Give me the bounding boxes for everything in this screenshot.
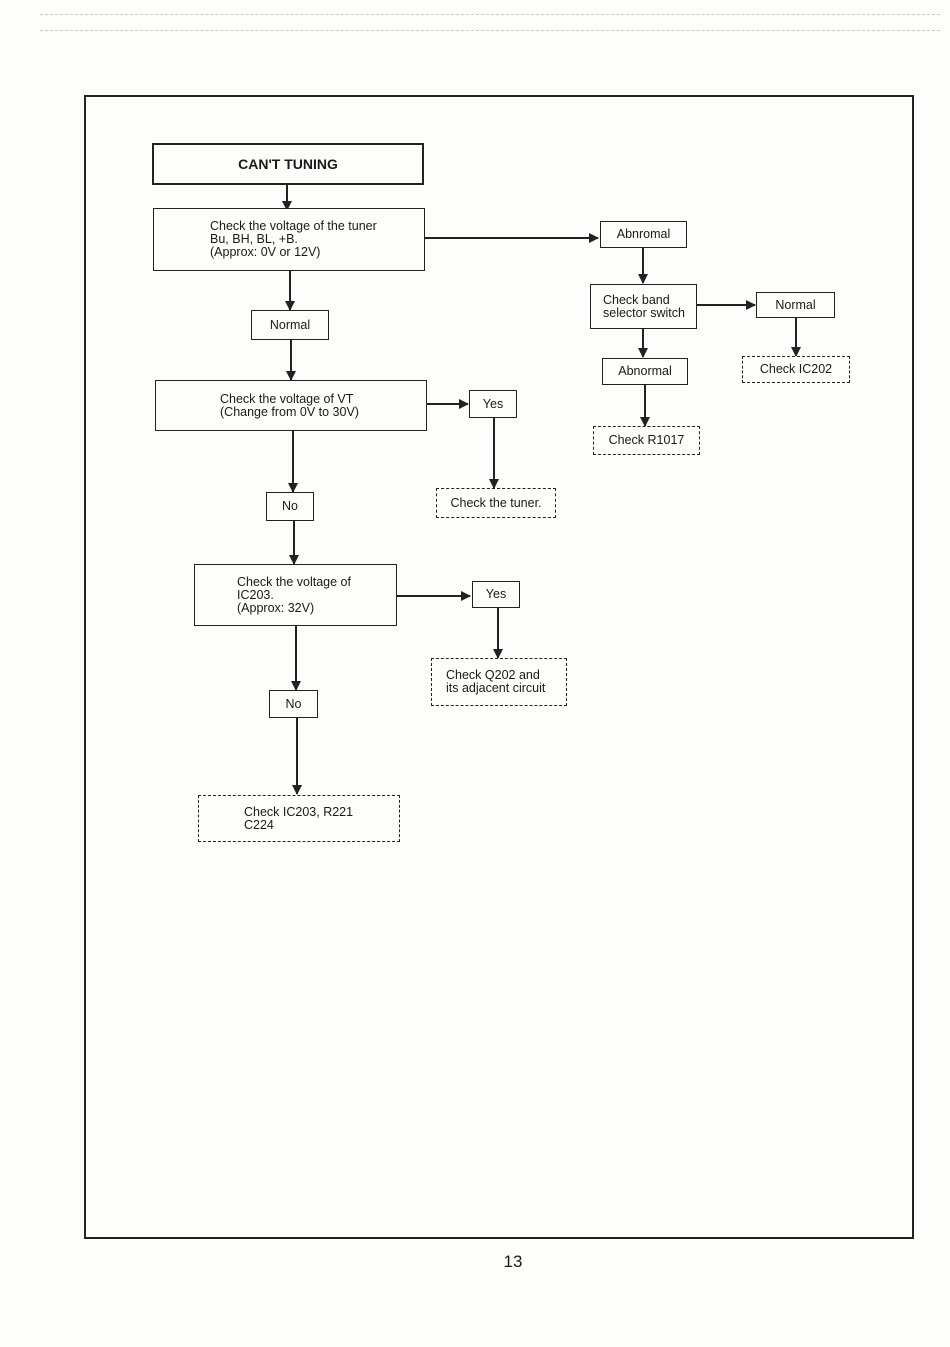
normal-box-1: Normal — [251, 310, 329, 340]
check-tuner-text: Check the tuner. — [450, 495, 542, 510]
check-q202-line-1: Check Q202 and — [446, 668, 540, 682]
check-ic203-r221-box: Check IC203, R221 C224 — [198, 795, 400, 842]
title-text: CAN'T TUNING — [238, 155, 338, 172]
yes-box-1: Yes — [469, 390, 517, 418]
check-q202-box: Check Q202 and its adjacent circuit — [431, 658, 567, 706]
check-r1017-text: Check R1017 — [608, 433, 685, 447]
check-tuner-voltage-line-2: Bu, BH, BL, +B. — [210, 232, 298, 246]
scan-line-top — [40, 14, 940, 15]
check-ic203-r221-line-1: Check IC203, R221 — [244, 804, 354, 819]
no-2-text: No — [285, 696, 302, 711]
yes-2-text: Yes — [485, 587, 507, 601]
abnormal-1-text: Abnromal — [616, 227, 671, 241]
check-band-switch-box: Check band selector switch — [590, 284, 697, 329]
check-tuner-voltage-line-1: Check the voltage of the tuner — [210, 219, 377, 233]
check-vt-voltage-line-2: (Change from 0V to 30V) — [220, 404, 359, 419]
check-ic203-voltage-line-1: Check the voltage of — [237, 574, 351, 589]
check-band-switch-line-1: Check band — [603, 292, 670, 307]
abnormal-2-text: Abnormal — [618, 364, 672, 378]
diagram-frame — [84, 95, 914, 1239]
check-ic203-voltage-line-3: (Approx: 32V) — [237, 600, 315, 615]
normal-2-text: Normal — [775, 297, 816, 312]
page-number: 13 — [503, 1252, 523, 1271]
no-1-text: No — [282, 499, 298, 513]
no-box-1: No — [266, 492, 314, 521]
diagram-title: CAN'T TUNING — [152, 143, 424, 185]
check-vt-voltage-line-1: Check the voltage of VT — [220, 391, 354, 406]
yes-1-text: Yes — [482, 396, 504, 411]
check-tuner-voltage-line-3: (Approx: 0V or 12V) — [210, 245, 321, 259]
check-vt-voltage-box: Check the voltage of VT (Change from 0V … — [155, 380, 427, 431]
check-ic203-voltage-line-2: IC203. — [237, 587, 274, 602]
check-band-switch-line-2: selector switch — [603, 305, 685, 320]
abnormal-box-2: Abnormal — [602, 358, 688, 385]
check-ic202-text: Check IC202 — [759, 362, 833, 376]
check-tuner-box: Check the tuner. — [436, 488, 556, 518]
check-ic202-box: Check IC202 — [742, 356, 850, 383]
check-tuner-voltage-box: Check the voltage of the tuner Bu, BH, B… — [153, 208, 425, 271]
normal-1-text: Normal — [269, 317, 311, 332]
normal-box-2: Normal — [756, 292, 835, 318]
scan-line-top-2 — [40, 30, 940, 31]
check-ic203-voltage-box: Check the voltage of IC203. (Approx: 32V… — [194, 564, 397, 626]
abnormal-box-1: Abnromal — [600, 221, 687, 248]
no-box-2: No — [269, 690, 318, 718]
check-r1017-box: Check R1017 — [593, 426, 700, 455]
check-q202-line-2: its adjacent circuit — [446, 681, 546, 695]
check-ic203-r221-line-2: C224 — [244, 817, 274, 832]
yes-box-2: Yes — [472, 581, 520, 608]
